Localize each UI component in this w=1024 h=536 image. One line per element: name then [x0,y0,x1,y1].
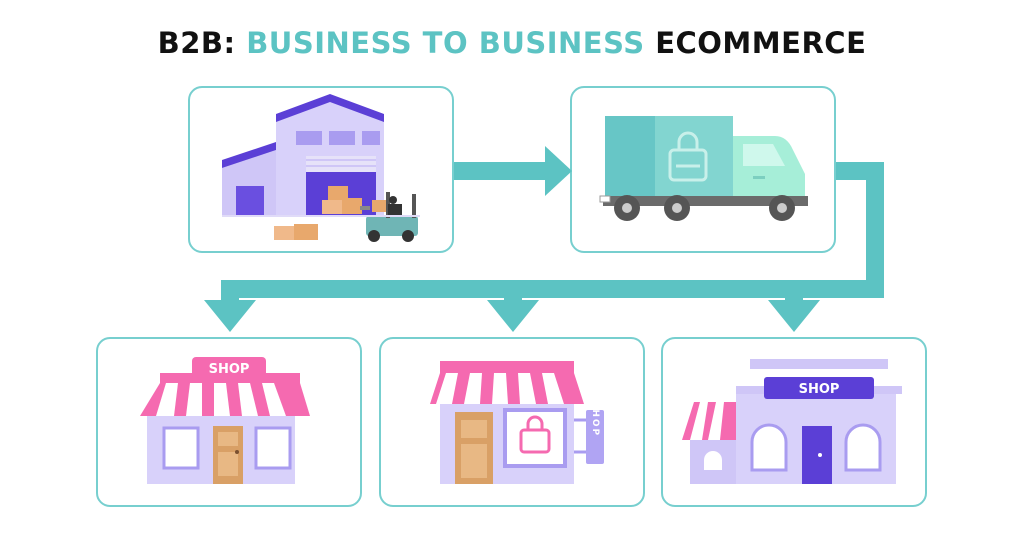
shop-sign-2: SHOP [590,401,600,437]
arrowhead-shop-2 [487,300,539,332]
shopping-bag-icon [668,131,708,182]
truck-illustration [599,116,808,221]
arrow-right-vertical [866,162,884,298]
warehouse-illustration [222,94,420,242]
striped-awning-1 [140,383,310,416]
shop-sign-3: SHOP [799,382,840,397]
page-title: B2B: BUSINESS TO BUSINESS ECOMMERCE [0,26,1024,60]
shop-illustration-3: SHOP [682,359,902,484]
title-highlight: BUSINESS TO BUSINESS [246,26,645,60]
shopping-bag-icon [519,415,551,454]
shop-illustration-1: SHOP [140,357,310,484]
arrow-warehouse-to-truck [454,162,550,180]
distribution-bar [221,280,884,298]
striped-awning-2 [430,373,584,404]
shop-illustration-2: SHOP [430,361,604,484]
title-prefix: B2B: [157,26,247,60]
arrowhead-shop-1 [204,300,256,332]
shop-sign-1: SHOP [209,362,250,377]
arrowhead-to-truck [545,146,572,196]
arrowhead-shop-3 [768,300,820,332]
flow-arrows [204,146,884,332]
striped-awning-3 [682,402,738,440]
title-suffix: ECOMMERCE [644,26,867,60]
